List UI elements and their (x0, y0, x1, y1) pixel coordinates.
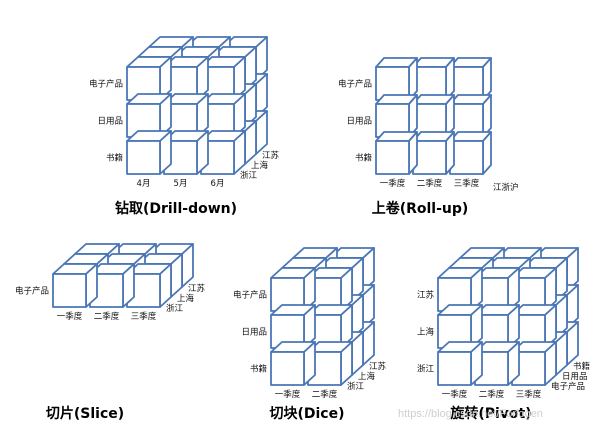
row-label: 电子产品 (15, 286, 49, 297)
cube-front-face (449, 140, 484, 175)
cube-side-face (445, 57, 455, 101)
depth-label: 浙江 (166, 303, 184, 314)
depth-label: 日用品 (562, 372, 588, 382)
cube-cell (437, 304, 483, 349)
column-label: 一季度 (380, 178, 406, 189)
depth-label: 上海 (358, 371, 376, 382)
cube-cell (52, 263, 98, 308)
column-label: 4月 (137, 179, 151, 189)
row-label: 书籍 (250, 364, 267, 375)
cube-front-face (437, 351, 472, 386)
column-label: 一季度 (57, 311, 83, 322)
cube-cell (270, 267, 316, 312)
slice-panel: 电子产品一季度二季度三季度 江苏上海浙江切片(Slice) (15, 243, 206, 422)
dice-panel: 电子产品日用品书籍一季度二季度 江苏上海浙江切块(Dice) (233, 247, 387, 422)
panel-title: 钻取(Drill-down) (115, 200, 237, 217)
depth-label: 江苏 (262, 150, 280, 161)
cube-front-face (412, 140, 447, 175)
cube-side-face (408, 94, 418, 138)
column-label: 5月 (174, 179, 188, 189)
cube-cell (126, 263, 172, 308)
row-label: 日用品 (97, 117, 123, 127)
cube-cell (511, 304, 557, 349)
depth-label: 江浙沪 (493, 182, 519, 193)
cube-side-face (445, 131, 455, 175)
cube-front-face (375, 140, 410, 175)
column-label: 三季度 (516, 389, 542, 400)
panel-title: 上卷(Roll-up) (372, 200, 469, 217)
pivot-panel: 江苏上海浙江一季度二季度三季度 书籍日用品电子产品旋转(Pivot) (417, 247, 590, 422)
cube-side-face (445, 94, 455, 138)
cube-cell (307, 267, 353, 312)
cube-cell (375, 94, 418, 138)
depth-label: 电子产品 (551, 381, 585, 392)
roll-up-panel: 电子产品日用品书籍一季度二季度三季度 江浙沪上卷(Roll-up) (338, 57, 519, 217)
cube-side-face (482, 57, 492, 101)
cube-cell (437, 341, 483, 386)
cube-cell (412, 131, 455, 175)
depth-label: 浙江 (347, 381, 365, 392)
column-label: 二季度 (312, 389, 338, 400)
depth-label: 浙江 (240, 170, 258, 181)
cube-side-face (482, 131, 492, 175)
column-label: 6月 (211, 179, 225, 189)
cube-cell (163, 93, 209, 138)
cube-cell (437, 267, 483, 312)
cube-cell (474, 267, 520, 312)
row-label: 电子产品 (338, 79, 372, 90)
cube-cell (511, 267, 557, 312)
cube-cell (474, 341, 520, 386)
cube-cell (412, 57, 455, 101)
column-label: 二季度 (94, 311, 120, 322)
cube-cell (375, 131, 418, 175)
row-label: 浙江 (417, 364, 435, 375)
column-label: 三季度 (454, 178, 480, 189)
column-label: 一季度 (442, 389, 468, 400)
cube-cell (126, 93, 172, 138)
cube-cell (89, 263, 135, 308)
row-label: 上海 (417, 327, 435, 338)
depth-label: 江苏 (369, 361, 387, 372)
row-label: 日用品 (346, 117, 372, 127)
cube-cell (163, 130, 209, 175)
cube-cell (449, 131, 492, 175)
panel-title: 切片(Slice) (46, 405, 124, 422)
row-label: 电子产品 (233, 290, 267, 301)
cube-cell (511, 341, 557, 386)
cube-cell (375, 57, 418, 101)
cube-cell (126, 130, 172, 175)
cube-cell (200, 130, 246, 175)
cube-cell (126, 56, 172, 101)
cube-side-face (408, 131, 418, 175)
column-label: 二季度 (417, 178, 443, 189)
panel-title: 旋转(Pivot) (449, 405, 531, 422)
cube-side-face (408, 57, 418, 101)
row-label: 书籍 (355, 153, 372, 164)
watermark-text: https://blog.csdn.net/Forlogen (398, 408, 543, 420)
depth-label: 江苏 (188, 283, 206, 294)
cube-front-face (270, 351, 305, 386)
cube-cell (449, 57, 492, 101)
cube-side-face (482, 94, 492, 138)
row-label: 日用品 (241, 328, 267, 338)
depth-label: 上海 (177, 293, 195, 304)
cube-cell (449, 94, 492, 138)
depth-label: 上海 (251, 160, 269, 171)
row-label: 江苏 (417, 290, 435, 301)
cube-front-face (126, 140, 161, 175)
row-label: 书籍 (106, 153, 123, 164)
column-label: 一季度 (275, 389, 301, 400)
depth-label: 书籍 (573, 361, 590, 372)
row-label: 电子产品 (89, 79, 123, 90)
cube-cell (307, 304, 353, 349)
column-label: 三季度 (131, 311, 157, 322)
column-label: 二季度 (479, 389, 505, 400)
cube-cell (270, 341, 316, 386)
cube-cell (412, 94, 455, 138)
cube-front-face (52, 273, 87, 308)
panel-title: 切块(Dice) (269, 406, 344, 422)
cube-cell (270, 304, 316, 349)
